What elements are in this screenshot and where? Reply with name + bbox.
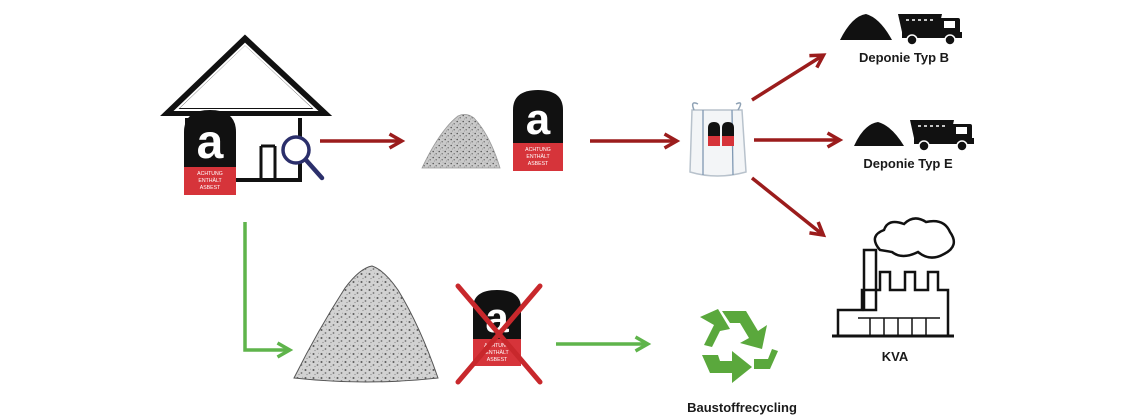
arrow-to-kva xyxy=(750,176,827,238)
heap-icon-clean xyxy=(293,265,439,383)
asbestos-sign-pile: a ACHTUNG ENTHÄLT ASBEST xyxy=(513,90,563,171)
asbestos-sign-crossed: a ACHTUNG ENTHÄLT ASBEST xyxy=(473,290,521,366)
truck-icon-b xyxy=(898,14,962,46)
svg-text:ENTHÄLT: ENTHÄLT xyxy=(485,349,509,356)
bigbag-icon xyxy=(689,102,747,177)
truck-icon-e xyxy=(910,120,974,152)
arrow-to-landfill-b xyxy=(751,53,827,102)
svg-text:ASBEST: ASBEST xyxy=(200,185,221,191)
cross-icon xyxy=(455,283,543,385)
asbestos-sign-house: a ACHTUNG ENTHÄLT ASBEST xyxy=(184,110,236,195)
svg-text:a: a xyxy=(526,95,551,144)
label-landfill-e: Deponie Typ E xyxy=(863,156,953,171)
svg-text:ASBEST: ASBEST xyxy=(528,161,549,167)
svg-text:ACHTUNG: ACHTUNG xyxy=(525,147,551,153)
magnifier-icon xyxy=(281,135,325,181)
heap-icon-b xyxy=(840,14,892,40)
label-landfill-b: Deponie Typ B xyxy=(859,50,949,65)
svg-text:ASBEST: ASBEST xyxy=(487,357,508,363)
pile-icon-contaminated xyxy=(421,114,501,169)
recycle-icon xyxy=(700,309,778,383)
svg-text:a: a xyxy=(197,116,224,169)
svg-text:ENTHÄLT: ENTHÄLT xyxy=(526,153,550,160)
svg-text:ENTHÄLT: ENTHÄLT xyxy=(198,177,222,184)
factory-icon xyxy=(832,217,956,338)
label-recycling: Baustoffrecycling xyxy=(687,400,797,415)
arrow-house-to-heap xyxy=(243,222,294,359)
svg-text:ACHTUNG: ACHTUNG xyxy=(197,171,223,177)
svg-text:ACHTUNG: ACHTUNG xyxy=(484,343,510,349)
heap-icon-e xyxy=(854,122,904,146)
label-kva: KVA xyxy=(882,349,909,364)
